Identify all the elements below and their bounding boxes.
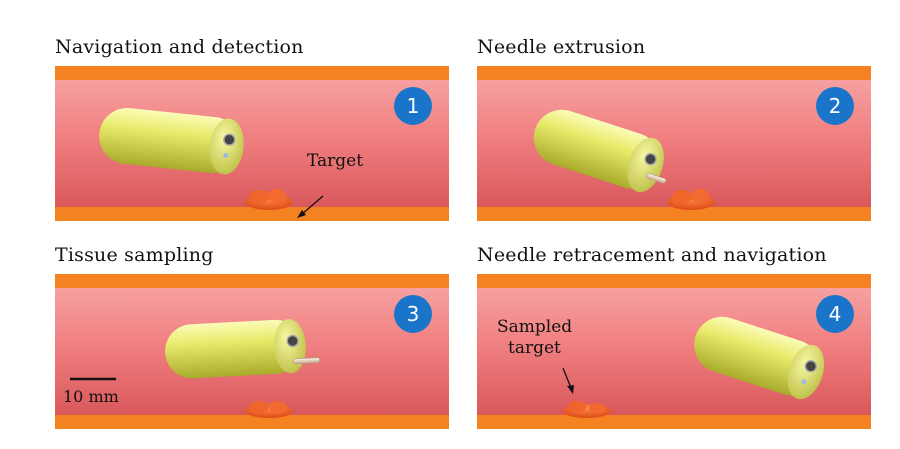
panel-title: Needle extrusion — [477, 36, 646, 58]
sampled-target-label-line1: Sampled — [497, 317, 572, 337]
panel-tissue-sampling: Tissue sampling 10 mm 3 — [55, 244, 449, 432]
step-number: 4 — [829, 302, 842, 326]
step-badge — [816, 295, 854, 333]
needle — [293, 357, 321, 365]
upper-wall — [55, 274, 449, 288]
lesion-target — [667, 189, 715, 210]
camera-icon — [804, 359, 818, 373]
vessel-illustration: 2 — [477, 66, 871, 221]
capsule-robot — [165, 319, 321, 379]
vessel-illustration: Target 1 — [55, 66, 449, 221]
capsule-robot — [99, 107, 244, 175]
step-number: 1 — [407, 94, 420, 118]
lower-wall — [477, 415, 871, 429]
upper-wall — [55, 66, 449, 80]
lower-wall — [55, 207, 449, 221]
panel-title: Tissue sampling — [55, 244, 214, 266]
camera-icon — [644, 152, 657, 166]
panel-needle-extrusion: Needle extrusion 2 — [477, 36, 871, 224]
camera-icon — [286, 334, 299, 348]
lesion-target — [245, 401, 293, 418]
annotation-arrow — [562, 367, 572, 389]
vessel-illustration: 10 mm 3 — [55, 274, 449, 429]
sampled-target-label-line2: target — [508, 338, 561, 358]
lesion-target — [245, 189, 293, 210]
lower-wall — [55, 415, 449, 429]
step-number: 2 — [829, 94, 842, 118]
upper-wall — [477, 274, 871, 288]
lower-wall — [477, 207, 871, 221]
scale-bar-label: 10 mm — [63, 387, 119, 406]
capsule-robot — [694, 316, 825, 400]
step-badge — [394, 87, 432, 125]
annotation-arrow — [300, 195, 324, 216]
step-badge — [816, 87, 854, 125]
vessel-illustration: Sampled target 4 — [477, 274, 871, 429]
panel-title: Navigation and detection — [55, 36, 304, 58]
capsule-robot — [533, 109, 666, 193]
panel-title: Needle retracement and navigation — [477, 244, 827, 266]
sampled-lesion — [563, 401, 611, 418]
panel-navigation-detection: Navigation and detection Target 1 — [55, 36, 449, 224]
upper-wall — [477, 66, 871, 80]
step-badge — [394, 295, 432, 333]
needle-port-icon — [223, 152, 229, 158]
needle — [645, 173, 666, 184]
camera-icon — [223, 133, 236, 146]
panel-needle-retracement: Needle retracement and navigation Sample… — [477, 244, 871, 432]
target-label: Target — [307, 151, 363, 171]
needle-port-icon — [801, 379, 807, 385]
step-number: 3 — [407, 302, 420, 326]
